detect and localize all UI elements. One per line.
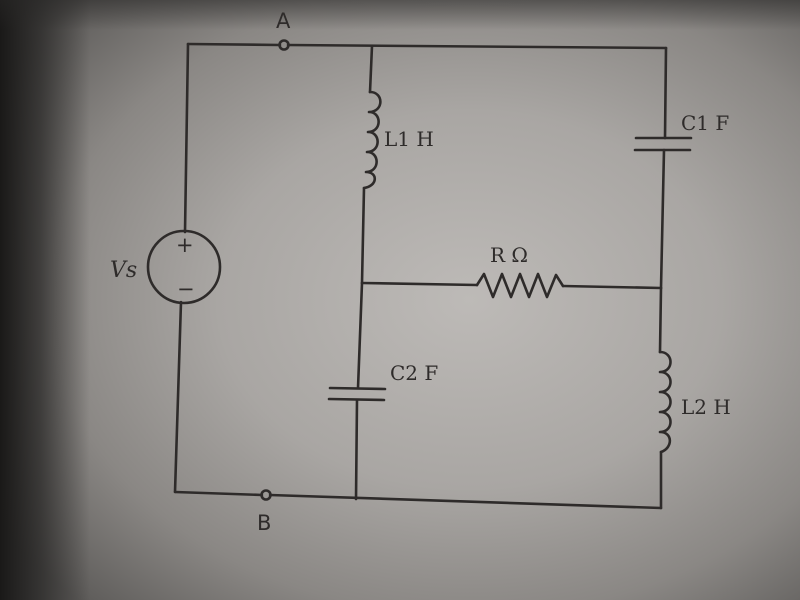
wire-bottom-right (268, 493, 663, 510)
capacitor-c1-label: C1 F (681, 111, 729, 135)
wire-left-upper (183, 42, 190, 234)
node-label-a: A (276, 9, 291, 33)
inductor-l2-label: L2 H (681, 395, 731, 419)
node-label-b: B (257, 511, 271, 535)
source-label: Vs (110, 258, 137, 283)
wire-mid-c2-to-bottom (354, 398, 359, 501)
wire-r-right (561, 284, 663, 290)
shadow-left (0, 0, 90, 600)
wire-right-c1-to-node (659, 148, 666, 290)
voltage-source-circle (146, 229, 222, 305)
source-minus-sign: − (177, 277, 195, 301)
wire-mid-top (368, 44, 374, 94)
resistor-r-label: R Ω (490, 243, 528, 267)
capacitor-c2-label: C2 F (390, 361, 438, 385)
wire-right-node-to-l2 (658, 286, 663, 354)
wire-bottom-left (173, 490, 264, 497)
resistor-r (475, 272, 565, 299)
inductor-l2 (658, 350, 672, 454)
shadow-top (0, 0, 800, 30)
inductor-l1-label: L1 H (384, 127, 434, 151)
terminal-b (260, 489, 272, 501)
source-plus-sign: + (176, 233, 194, 257)
wire-left-lower (173, 300, 183, 494)
wire-mid-l1-to-node (360, 186, 366, 285)
inductor-l1 (362, 90, 382, 190)
wire-top-right (286, 43, 668, 50)
terminal-a (278, 39, 290, 51)
wire-mid-node-to-c2 (356, 281, 364, 390)
wire-r-left (360, 281, 479, 287)
capacitor-c2-plate-top (328, 386, 387, 391)
wire-right-top (663, 46, 668, 140)
wire-top-left (186, 42, 282, 47)
